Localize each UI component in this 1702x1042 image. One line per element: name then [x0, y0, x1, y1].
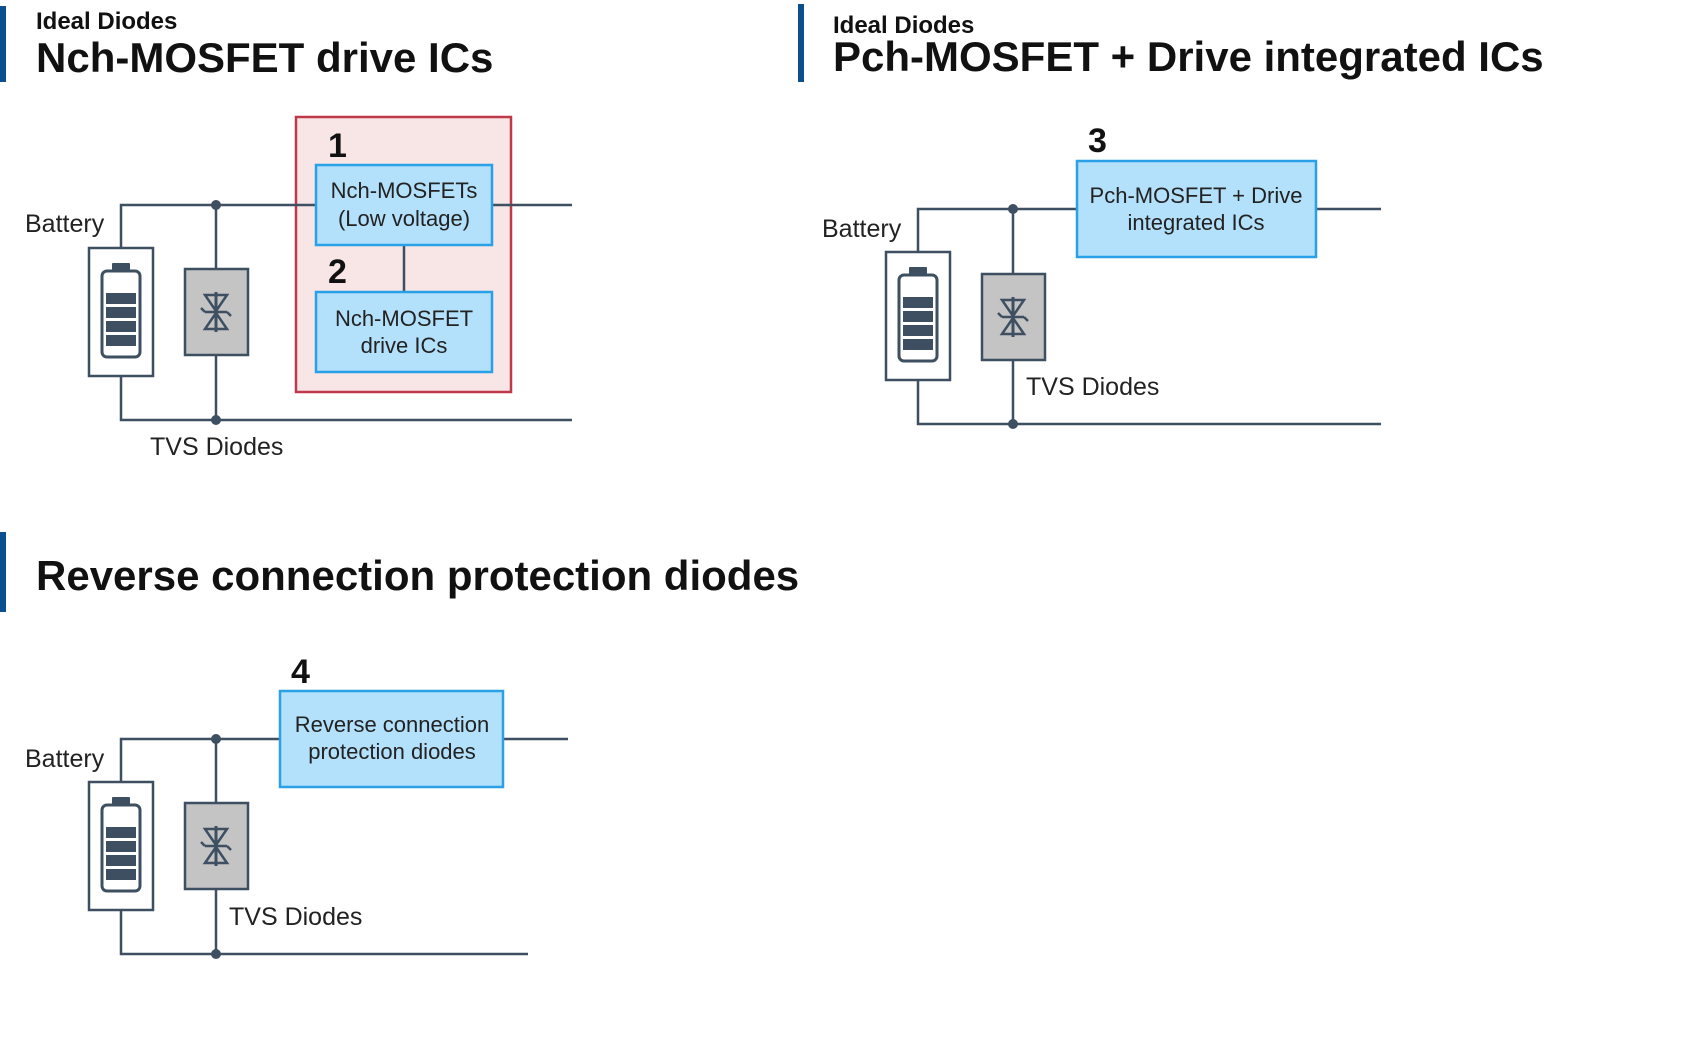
- box-2-line1: Nch-MOSFET: [335, 306, 473, 331]
- box-3-line1: Pch-MOSFET + Drive: [1090, 183, 1303, 208]
- junction-dot: [1008, 419, 1018, 429]
- junction-dot: [211, 949, 221, 959]
- box-1: [314, 163, 494, 247]
- battery-label: Battery: [25, 210, 105, 238]
- diagram-pch-mosfet-integrated: Battery TVS Diodes 3 Pch-MOSFET + Drive …: [822, 122, 1381, 429]
- box-1-number: 1: [328, 127, 347, 165]
- section-3-title: Reverse connection protection diodes: [36, 552, 800, 599]
- box-4: [278, 689, 505, 789]
- junction-dot: [211, 200, 221, 210]
- junction-dot: [211, 415, 221, 425]
- box-2-number: 2: [328, 253, 347, 291]
- battery-label: Battery: [822, 215, 902, 243]
- box-2: [314, 290, 494, 374]
- section-2-subtitle: Ideal Diodes: [833, 12, 975, 39]
- box-1-line1: Nch-MOSFETs: [331, 178, 478, 203]
- tvs-label: TVS Diodes: [150, 433, 283, 461]
- section-1-subtitle: Ideal Diodes: [36, 8, 178, 35]
- battery-icon: [87, 246, 155, 378]
- tvs-label: TVS Diodes: [1026, 373, 1159, 401]
- junction-dot: [1008, 204, 1018, 214]
- battery-icon: [884, 250, 952, 382]
- tvs-label: TVS Diodes: [229, 903, 362, 931]
- section-2-title: Pch-MOSFET + Drive integrated ICs: [833, 33, 1544, 80]
- diagram-nch-mosfet-drive: Battery TVS Diodes 1 Nch-MOSFETs (Low vo…: [25, 115, 572, 461]
- box-3-number: 3: [1088, 122, 1107, 160]
- box-3-line2: integrated ICs: [1128, 210, 1265, 235]
- battery-icon: [87, 780, 155, 912]
- section-2-accent-bar: [798, 4, 804, 82]
- box-4-number: 4: [291, 653, 310, 691]
- box-1-line2: (Low voltage): [338, 206, 470, 231]
- box-3: [1075, 159, 1318, 259]
- junction-dot: [211, 734, 221, 744]
- section-1-accent-bar: [0, 6, 6, 82]
- section-3-accent-bar: [0, 532, 6, 612]
- battery-label: Battery: [25, 745, 105, 773]
- box-4-line2: protection diodes: [308, 739, 476, 764]
- diagram-reverse-protection: Battery TVS Diodes 4 Reverse connection …: [25, 653, 568, 959]
- box-4-line1: Reverse connection: [295, 712, 489, 737]
- section-1-title: Nch-MOSFET drive ICs: [36, 34, 494, 81]
- box-2-line2: drive ICs: [361, 333, 448, 358]
